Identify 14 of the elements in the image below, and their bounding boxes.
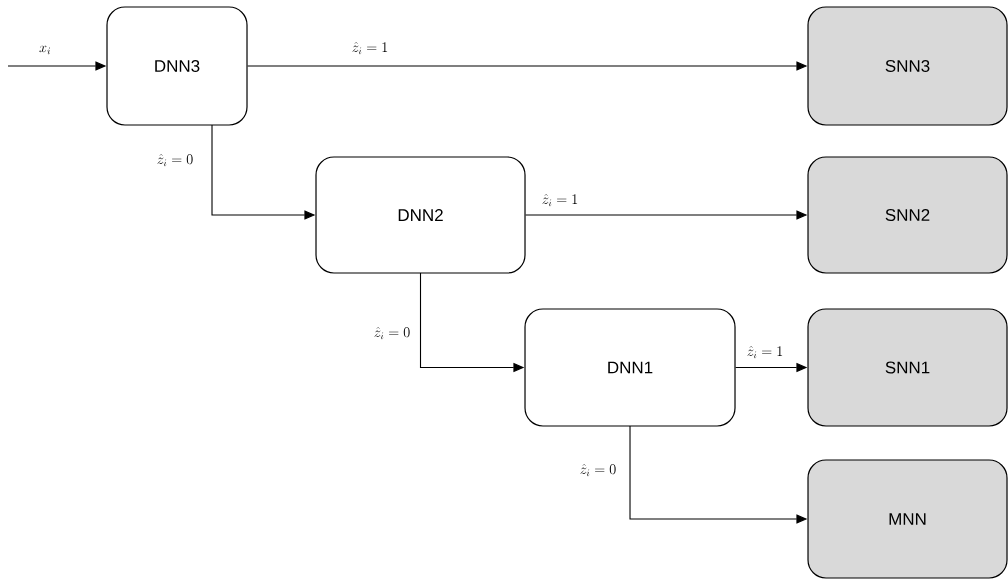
process-box: SNN3 xyxy=(807,6,1008,126)
process-box: DNN3 xyxy=(106,6,248,126)
process-box: SNN2 xyxy=(807,156,1008,274)
edge-label: $\hat{z}_i = 0$ xyxy=(578,462,618,478)
process-box: SNN1 xyxy=(807,308,1008,427)
edge-label: $\hat{z}_i = 1$ xyxy=(540,192,580,208)
edge-label: $x_i$ xyxy=(38,44,52,56)
process-box: DNN1 xyxy=(524,308,736,427)
process-box: MNN xyxy=(807,459,1008,579)
edge-label: $\hat{z}_i = 0$ xyxy=(372,325,412,341)
process-box: DNN2 xyxy=(315,156,526,274)
edge-label: $\hat{z}_i = 1$ xyxy=(350,40,390,56)
edge-label: $\hat{z}_i = 1$ xyxy=(745,344,785,360)
edge-label: $\hat{z}_i = 0$ xyxy=(155,152,195,168)
